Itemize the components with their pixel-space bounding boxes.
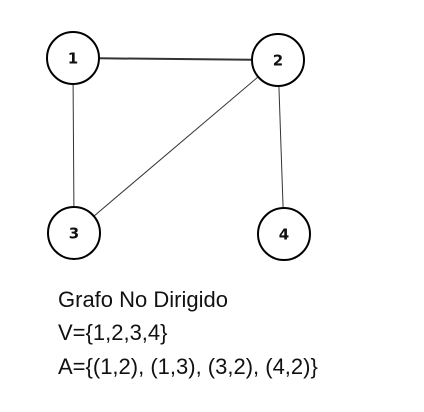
- node-3: 3: [47, 206, 101, 260]
- edge-3-2: [93, 76, 259, 217]
- edge-1-2: [98, 57, 253, 61]
- node-label-2: 2: [273, 52, 283, 70]
- node-label-4: 4: [279, 226, 289, 244]
- node-label-3: 3: [69, 225, 79, 243]
- node-circle-2: [251, 33, 305, 87]
- vertex-set: V={1,2,3,4}: [58, 320, 168, 345]
- node-circle-1: [46, 31, 100, 85]
- edge-set: A={(1,2), (1,3), (3,2), (4,2)}: [58, 354, 318, 379]
- graph-title: Grafo No Dirigido: [58, 287, 228, 312]
- edge-1-3: [72, 83, 75, 208]
- node-4: 4: [257, 207, 311, 261]
- node-label-1: 1: [68, 50, 78, 68]
- node-2: 2: [251, 33, 305, 87]
- node-circle-3: [47, 206, 101, 260]
- undirected-graph: 1 2 3 4: [46, 31, 311, 261]
- node-1: 1: [46, 31, 100, 85]
- edge-4-2: [278, 85, 284, 209]
- edges-layer: [72, 57, 284, 217]
- nodes-layer: 1 2 3 4: [46, 31, 311, 261]
- node-circle-4: [257, 207, 311, 261]
